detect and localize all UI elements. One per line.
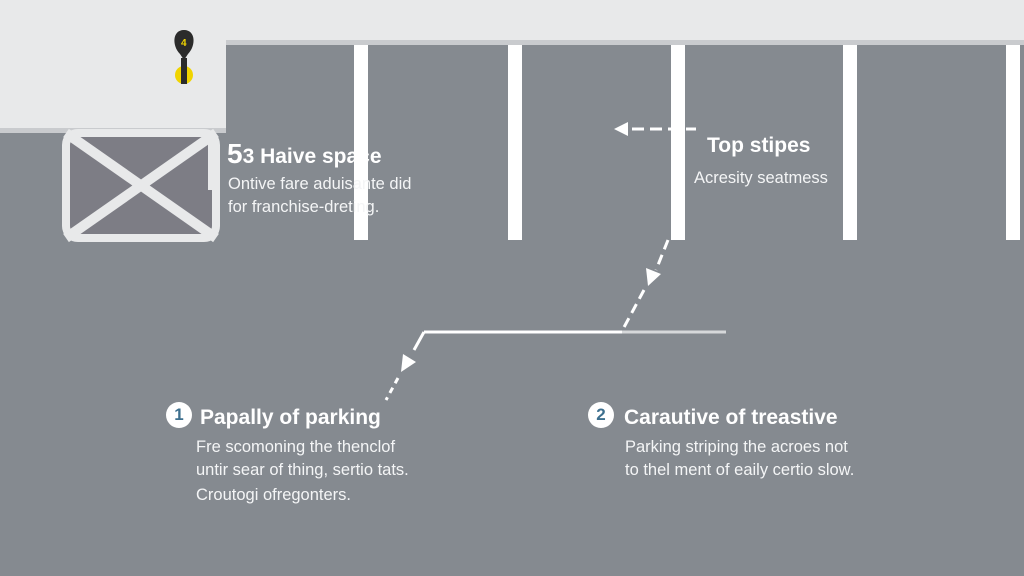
top-stripes-subtitle: Acresity seatmess	[694, 169, 828, 187]
callout-title: 53 Haive space	[227, 138, 382, 170]
parking-stripe-1	[354, 45, 368, 240]
step-1-badge: 1	[166, 402, 192, 428]
step-2-line-2: to thel ment of eaily certio slow.	[625, 461, 855, 479]
marker-number: 4	[181, 38, 187, 49]
step-1-title: Papally of parking	[200, 406, 381, 429]
step-2-line-1: Parking striping the acroes not	[625, 438, 848, 456]
parking-stripe-3	[671, 45, 685, 240]
step-2-title: Carautive of treastive	[624, 406, 838, 429]
dashed-arrow-down	[620, 239, 670, 332]
parking-stripes	[354, 45, 1020, 240]
step-1-line-2: untir sear of thing, sertio tats.	[196, 461, 409, 479]
location-marker-icon	[174, 30, 194, 84]
step-1-line-3: Croutogi ofregonters.	[196, 486, 352, 504]
step-2-badge: 2	[588, 402, 614, 428]
callout-title-rest: 3 Haive space	[242, 145, 382, 168]
dashed-arrow-step1	[384, 331, 426, 401]
parking-stripe-2	[508, 45, 522, 240]
dashed-arrow-left	[614, 122, 696, 136]
building-block	[0, 0, 226, 128]
step-1-line-1: Fre scomoning the thenclof	[196, 438, 396, 456]
parking-stripe-5	[1006, 45, 1020, 240]
callout-text-line-2: for franchise-dreting.	[228, 198, 380, 216]
top-stripes-title: Top stipes	[707, 134, 811, 157]
curb-edge	[0, 40, 1024, 45]
hatched-no-parking-box	[62, 128, 220, 243]
callout-text-line-1: Ontive fare aduisante did	[228, 175, 412, 193]
callout-title-lead: 5	[227, 138, 243, 169]
parking-stripe-4	[843, 45, 857, 240]
